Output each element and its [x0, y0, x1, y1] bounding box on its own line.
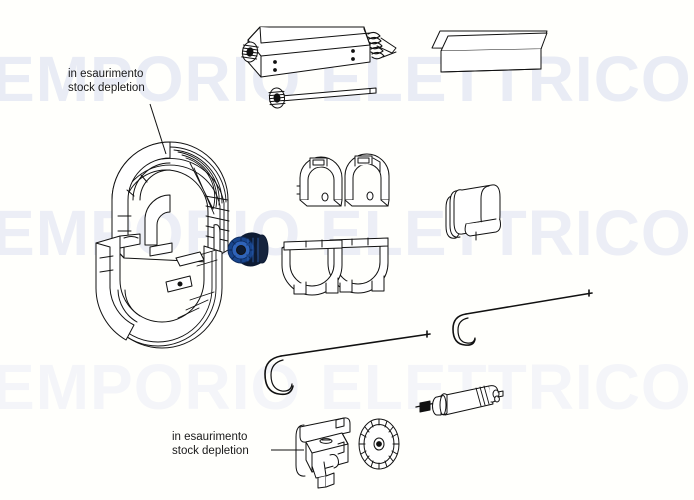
encoder-disc	[358, 418, 400, 470]
arch-bracket	[296, 156, 343, 207]
annotation-line-italian: in esaurimento	[172, 431, 248, 443]
motor-mount-bracket	[295, 417, 351, 489]
cradle-bracket	[281, 239, 343, 296]
control-unit-box	[240, 26, 397, 78]
annotation-line-english: stock depletion	[172, 444, 249, 457]
annotation-label-top: in esaurimento stock depletion	[68, 68, 145, 95]
annotation-line-english: stock depletion	[68, 81, 145, 94]
drive-shaft	[268, 86, 377, 110]
annotation-label-bottom: in esaurimento stock depletion	[172, 431, 249, 458]
cover-plate	[431, 30, 548, 73]
annotation-line-italian: in esaurimento	[68, 68, 144, 80]
tubular-motor	[415, 385, 504, 416]
blue-gear	[227, 232, 269, 267]
c-clip-clamp	[445, 184, 501, 241]
leader-line-top	[149, 103, 167, 155]
crank-rod	[264, 330, 431, 396]
arch-bracket	[344, 153, 390, 207]
watermark-row: EMPORIO ELETTRICO	[0, 351, 692, 423]
drum-half-lower	[95, 233, 223, 349]
crank-rod	[452, 289, 593, 346]
